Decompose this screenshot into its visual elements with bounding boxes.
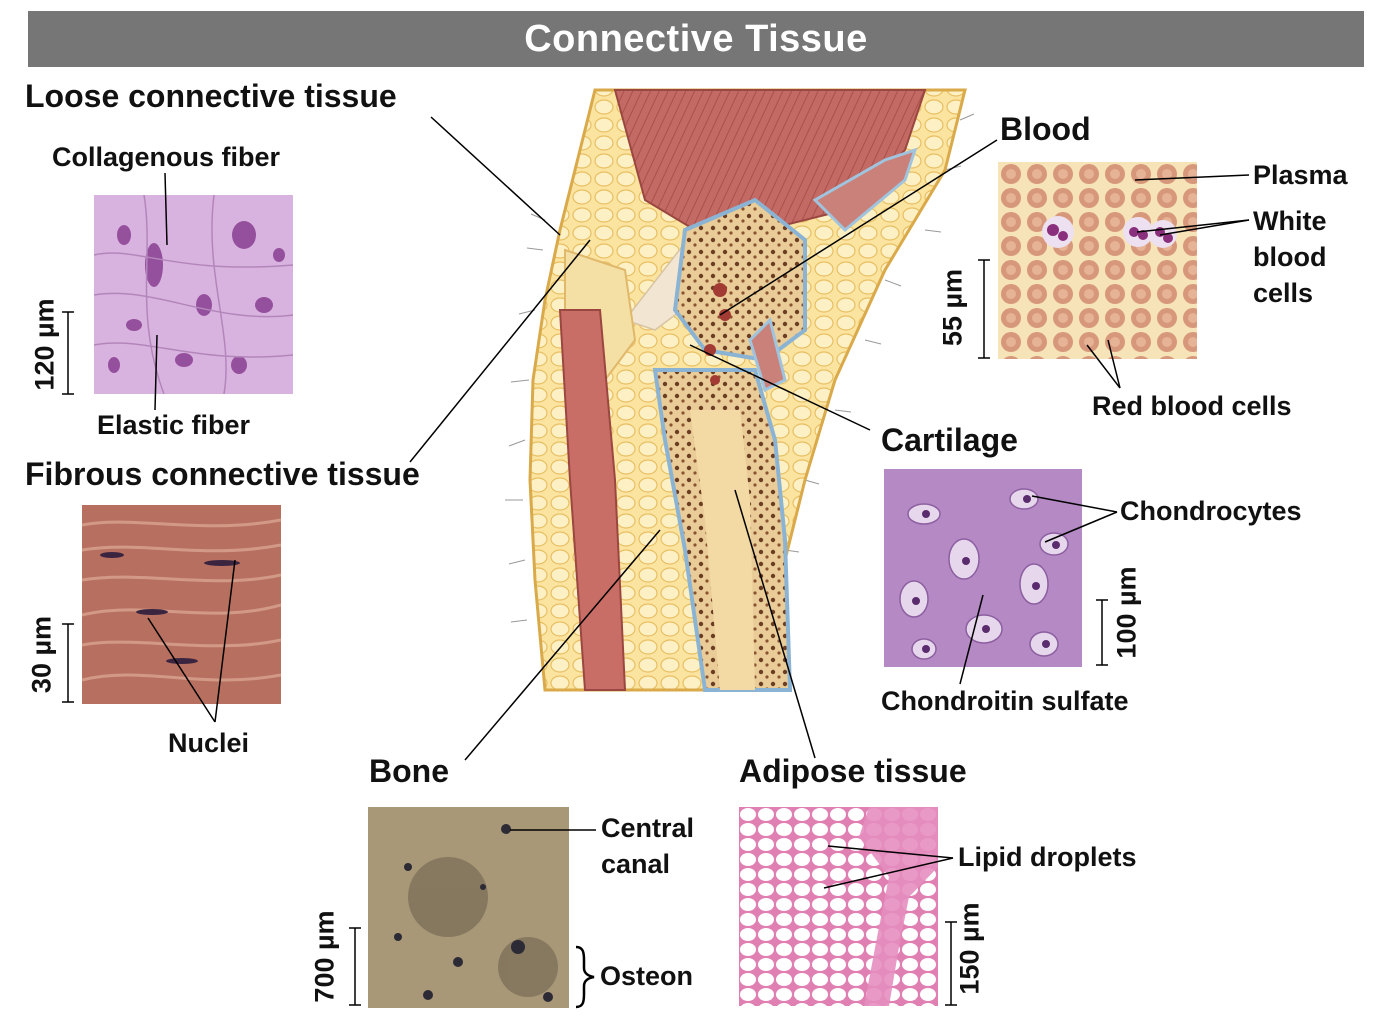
label-collagenous-fiber: Collagenous fiber (52, 142, 281, 172)
heading-bone: Bone (369, 753, 449, 789)
scale-55um: 55 µm (937, 268, 968, 347)
label-chondroitin-sulfate: Chondroitin sulfate (881, 686, 1129, 716)
heading-adipose: Adipose tissue (739, 753, 967, 789)
scale-150um: 150 µm (954, 902, 985, 995)
fibrous-connective-micrograph (82, 505, 281, 704)
label-elastic-fiber: Elastic fiber (97, 410, 251, 440)
heading-fibrous-connective: Fibrous connective tissue (25, 456, 420, 492)
osteon-brace (575, 945, 595, 1009)
bone-micrograph (368, 807, 569, 1008)
label-osteon: Osteon (600, 961, 694, 991)
label-white-blood-cells: White blood cells (1253, 206, 1327, 308)
loose-connective-micrograph (94, 195, 293, 394)
heading-blood: Blood (1000, 111, 1091, 147)
scale-100um: 100 µm (1111, 566, 1142, 659)
cartilage-micrograph (884, 469, 1082, 667)
adipose-micrograph (739, 807, 938, 1006)
label-red-blood-cells: Red blood cells (1092, 391, 1292, 421)
scale-700um: 700 µm (309, 910, 340, 1003)
label-nuclei: Nuclei (168, 728, 250, 758)
scale-120um: 120 µm (29, 298, 60, 391)
heading-cartilage: Cartilage (881, 422, 1018, 458)
scale-30um: 30 µm (26, 615, 57, 694)
heading-loose-connective: Loose connective tissue (25, 78, 397, 114)
label-chondrocytes: Chondrocytes (1120, 496, 1302, 526)
blood-micrograph (998, 162, 1197, 359)
label-lipid-droplets: Lipid droplets (958, 842, 1137, 872)
page-title: Connective Tissue (28, 11, 1364, 67)
label-central-canal: Central canal (601, 813, 695, 879)
label-plasma: Plasma (1253, 160, 1348, 190)
